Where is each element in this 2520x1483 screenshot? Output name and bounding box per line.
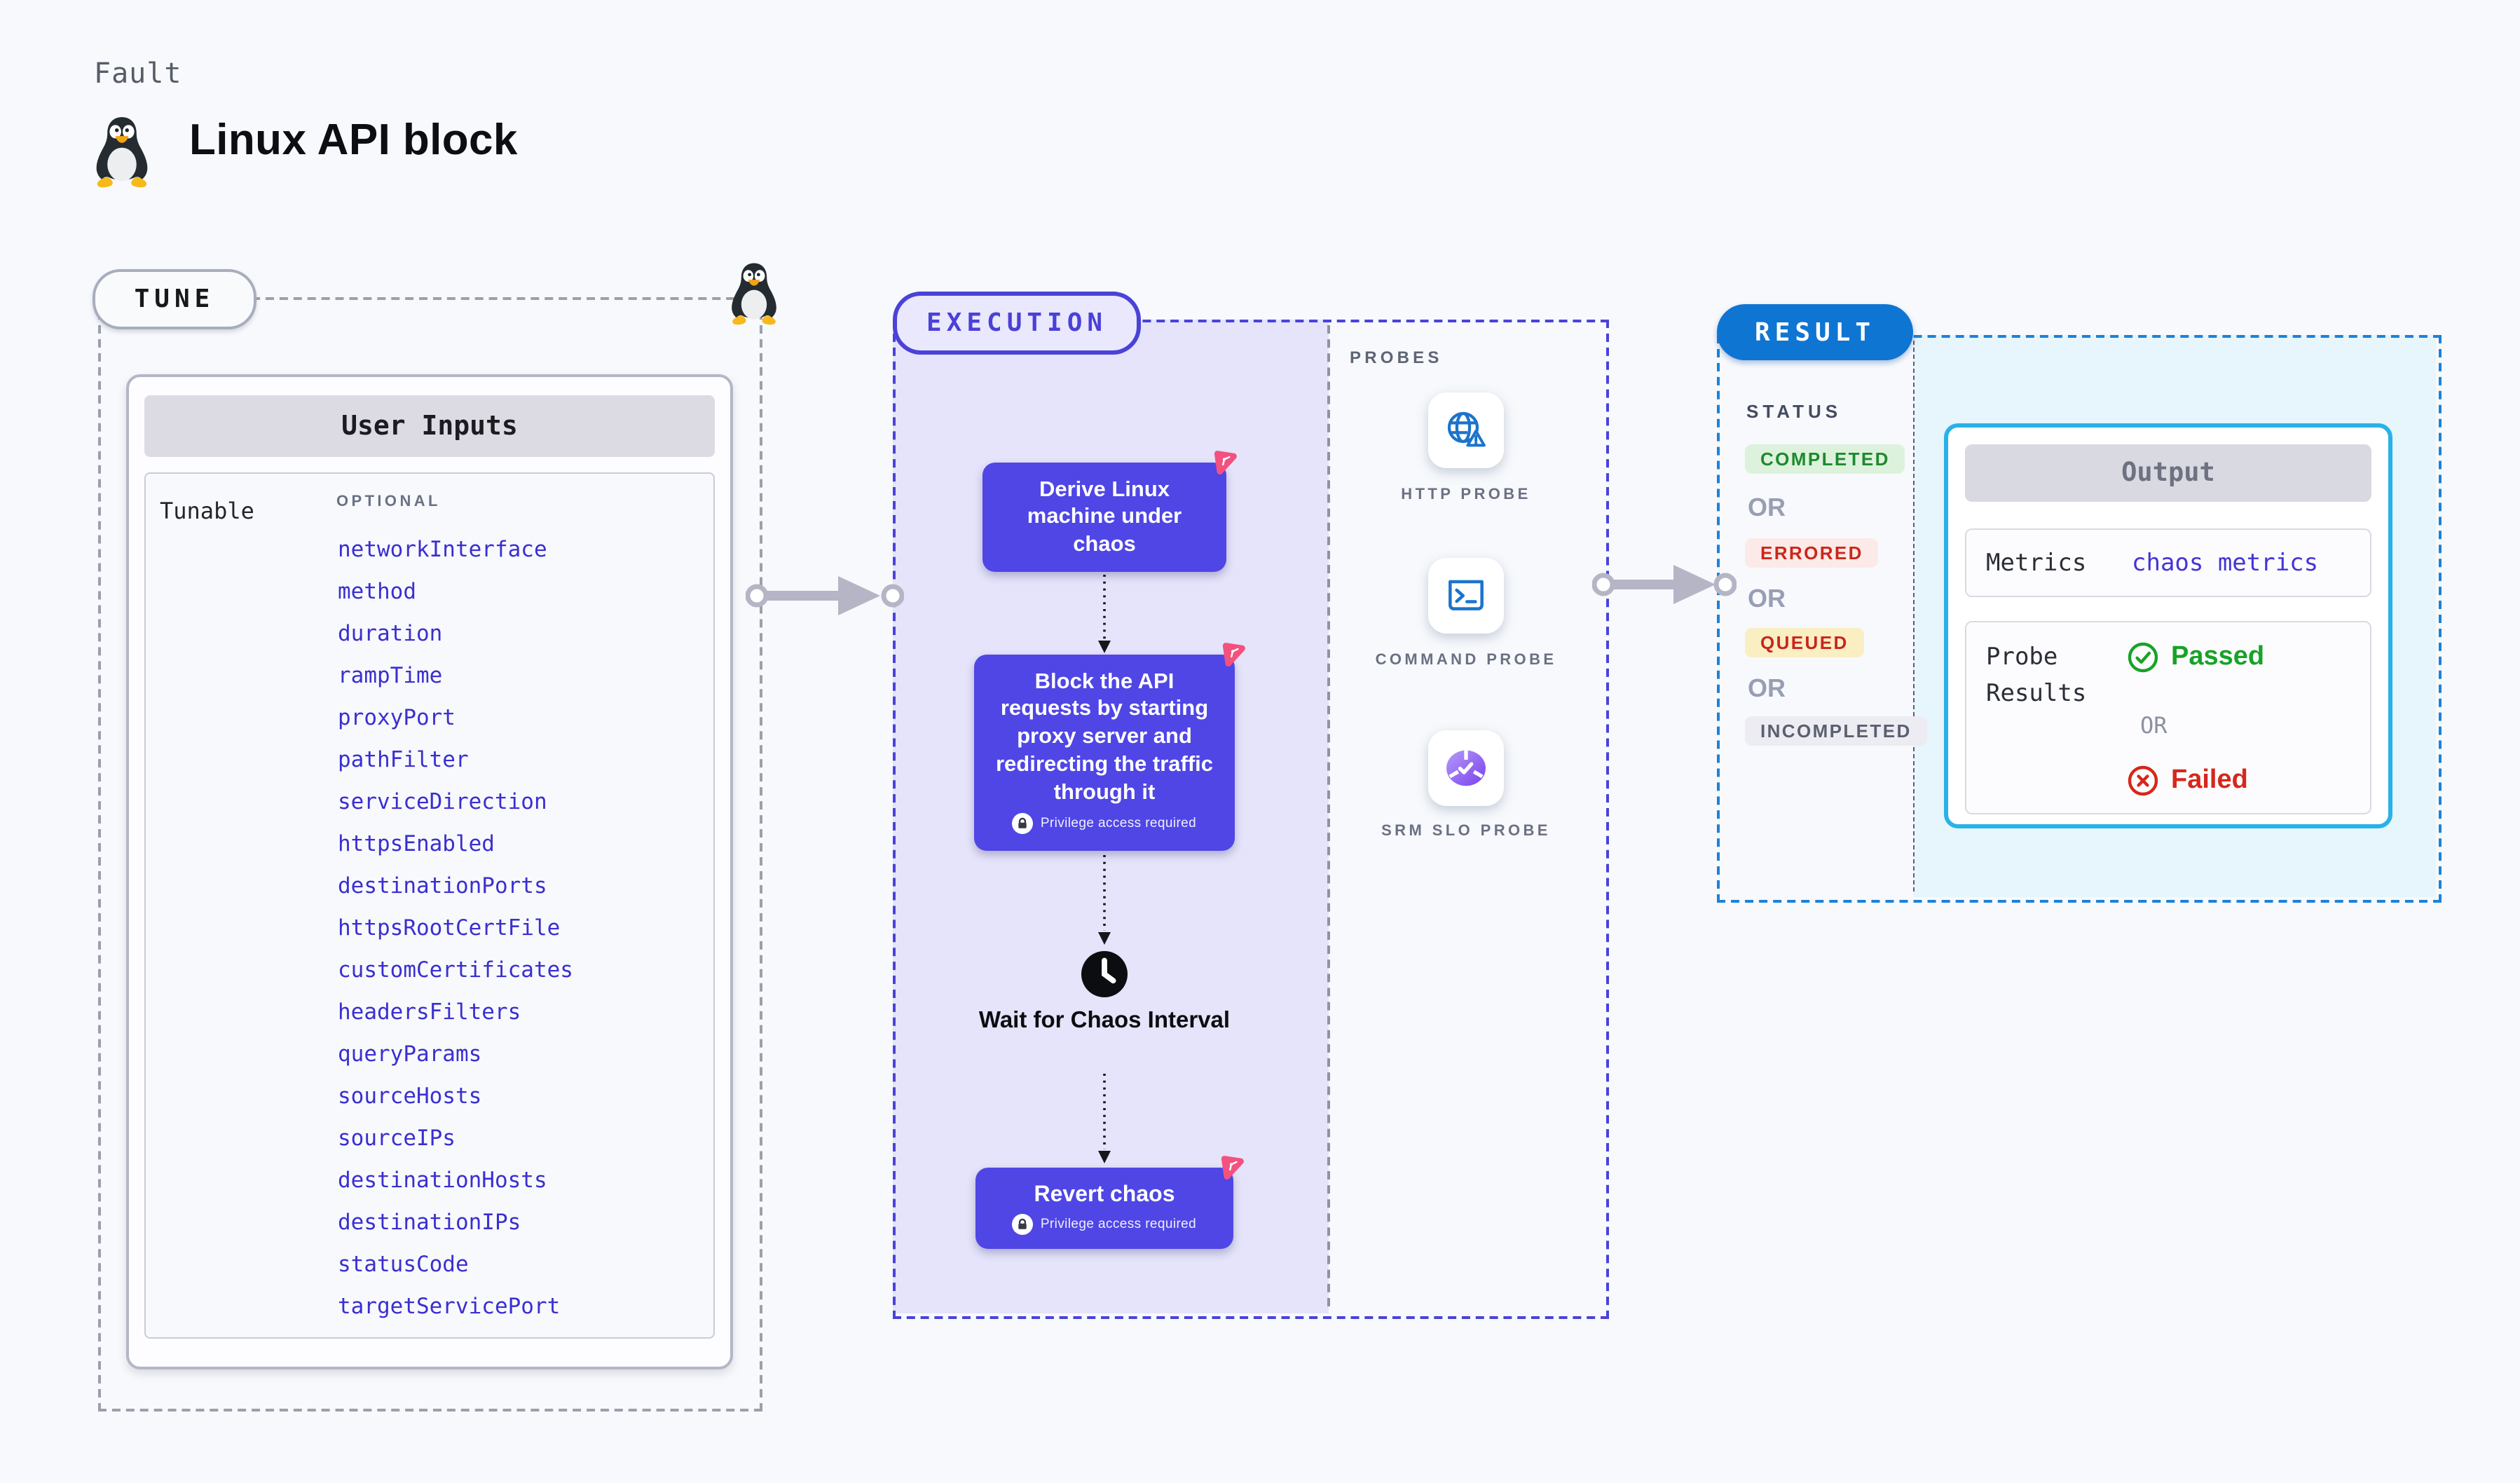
flow-arrow-tune-to-execution [746, 576, 904, 615]
passed-label: Passed [2171, 642, 2265, 671]
execution-tag: EXECUTION [893, 292, 1142, 355]
status-badge-errored: ERRORED [1745, 538, 1879, 568]
x-circle-icon [2128, 765, 2158, 796]
clock-icon [1081, 951, 1128, 997]
privilege-label: Privilege access required [1040, 1216, 1197, 1232]
step-revert-chaos: Revert chaos Privilege access required [975, 1156, 1244, 1249]
check-circle-icon [2128, 642, 2158, 673]
tunable-label: Tunable [160, 498, 254, 524]
failed-line: Failed [2126, 764, 2248, 798]
step-text: Derive Linux machine under chaos [1027, 477, 1182, 556]
tux-icon [732, 263, 776, 325]
privilege-label: Privilege access required [1040, 815, 1197, 831]
http-probe-label: HTTP PROBE [1401, 486, 1531, 503]
or-label: OR [1748, 585, 1786, 613]
param-item: duration [338, 621, 443, 646]
command-probe-card [1428, 558, 1504, 634]
user-inputs-card: User Inputs Tunable OPTIONAL networkInte… [126, 374, 733, 1369]
probe-results-row: Probe Results Passed OR Failed [1965, 621, 2371, 814]
or-label: OR [1748, 493, 1786, 521]
status-badge-completed: COMPLETED [1745, 444, 1905, 474]
or-label: OR [1748, 674, 1786, 702]
tux-icon [96, 117, 148, 188]
param-item: sourceIPs [338, 1126, 456, 1151]
param-item: rampTime [338, 663, 443, 688]
terminal-icon [1449, 580, 1484, 610]
globe-alert-icon [1447, 411, 1486, 447]
passed-line: Passed [2126, 641, 2264, 674]
privilege-row: Privilege access required [1012, 1214, 1197, 1236]
param-item: httpsEnabled [338, 831, 495, 856]
metrics-label: Metrics [1986, 549, 2087, 577]
probes-divider [1327, 325, 1330, 1306]
step-text: Revert chaos [1034, 1182, 1175, 1207]
metrics-value: chaos metrics [2132, 549, 2319, 577]
http-probe-card [1428, 392, 1504, 468]
param-item: queryParams [338, 1041, 482, 1067]
param-item: headersFilters [338, 999, 521, 1025]
param-item: method [338, 579, 416, 604]
fault-eyebrow: Fault [94, 56, 182, 90]
flow-connector-down [1098, 575, 1111, 653]
result-tag: RESULT [1717, 304, 1913, 360]
step-text: Block the API requests by starting proxy… [995, 669, 1214, 804]
param-item: proxyPort [338, 705, 456, 730]
or-label: OR [2140, 712, 2168, 739]
flow-arrow-execution-to-result [1592, 565, 1737, 604]
param-item: pathFilter [338, 747, 469, 772]
param-item: networkInterface [338, 537, 547, 562]
metrics-row: Metrics chaos metrics [1965, 528, 2371, 597]
output-card: Output Metrics chaos metrics Probe Resul… [1944, 423, 2392, 828]
result-divider [1913, 341, 1915, 891]
flow-connector-down [1098, 855, 1111, 945]
chaos-logo-icon [1221, 1156, 1244, 1180]
command-probe-label: COMMAND PROBE [1375, 652, 1557, 669]
probes-label: PROBES [1350, 348, 1443, 367]
result-box [1717, 335, 2442, 903]
lock-icon [1012, 813, 1034, 835]
optional-badge: OPTIONAL [336, 493, 441, 510]
param-item: destinationIPs [338, 1210, 521, 1235]
param-item: sourceHosts [338, 1084, 482, 1109]
probe-results-label: Probe Results [1986, 643, 2087, 707]
page-title: Linux API block [189, 115, 518, 164]
failed-label: Failed [2171, 765, 2248, 795]
execution-box [893, 320, 1609, 1319]
user-inputs-list: Tunable OPTIONAL networkInterface method d… [144, 472, 715, 1339]
param-item: destinationHosts [338, 1168, 547, 1193]
flow-connector-down [1098, 1074, 1111, 1163]
param-item: statusCode [338, 1252, 469, 1277]
param-item: destinationPorts [338, 873, 547, 898]
wait-chaos-interval-label: Wait for Chaos Interval [978, 1008, 1231, 1033]
chaos-logo-icon [1222, 643, 1245, 667]
tune-box [98, 297, 762, 1412]
param-item: serviceDirection [338, 789, 547, 814]
param-item: customCertificates [338, 957, 573, 983]
user-inputs-header: User Inputs [144, 395, 715, 457]
output-header: Output [1965, 444, 2371, 502]
tune-tag: TUNE [93, 269, 256, 329]
param-item: targetServicePort [338, 1294, 561, 1319]
step-derive-machine: Derive Linux machine under chaos [982, 451, 1237, 572]
status-label: STATUS [1746, 401, 1842, 422]
status-badge-queued: QUEUED [1745, 628, 1864, 657]
privilege-row: Privilege access required [1012, 813, 1197, 835]
srm-slo-probe-card [1428, 730, 1504, 806]
chaos-logo-icon [1214, 451, 1237, 474]
param-item: httpsRootCertFile [338, 915, 561, 941]
tunable-params: networkInterface method duration rampTime pr… [338, 528, 705, 1327]
step-block-api: Block the API requests by starting proxy… [974, 643, 1245, 851]
lock-icon [1012, 1214, 1034, 1236]
status-badge-incompleted: INCOMPLETED [1745, 716, 1927, 746]
srm-slo-probe-label: SRM SLO PROBE [1381, 823, 1551, 840]
slo-check-icon [1446, 750, 1486, 786]
